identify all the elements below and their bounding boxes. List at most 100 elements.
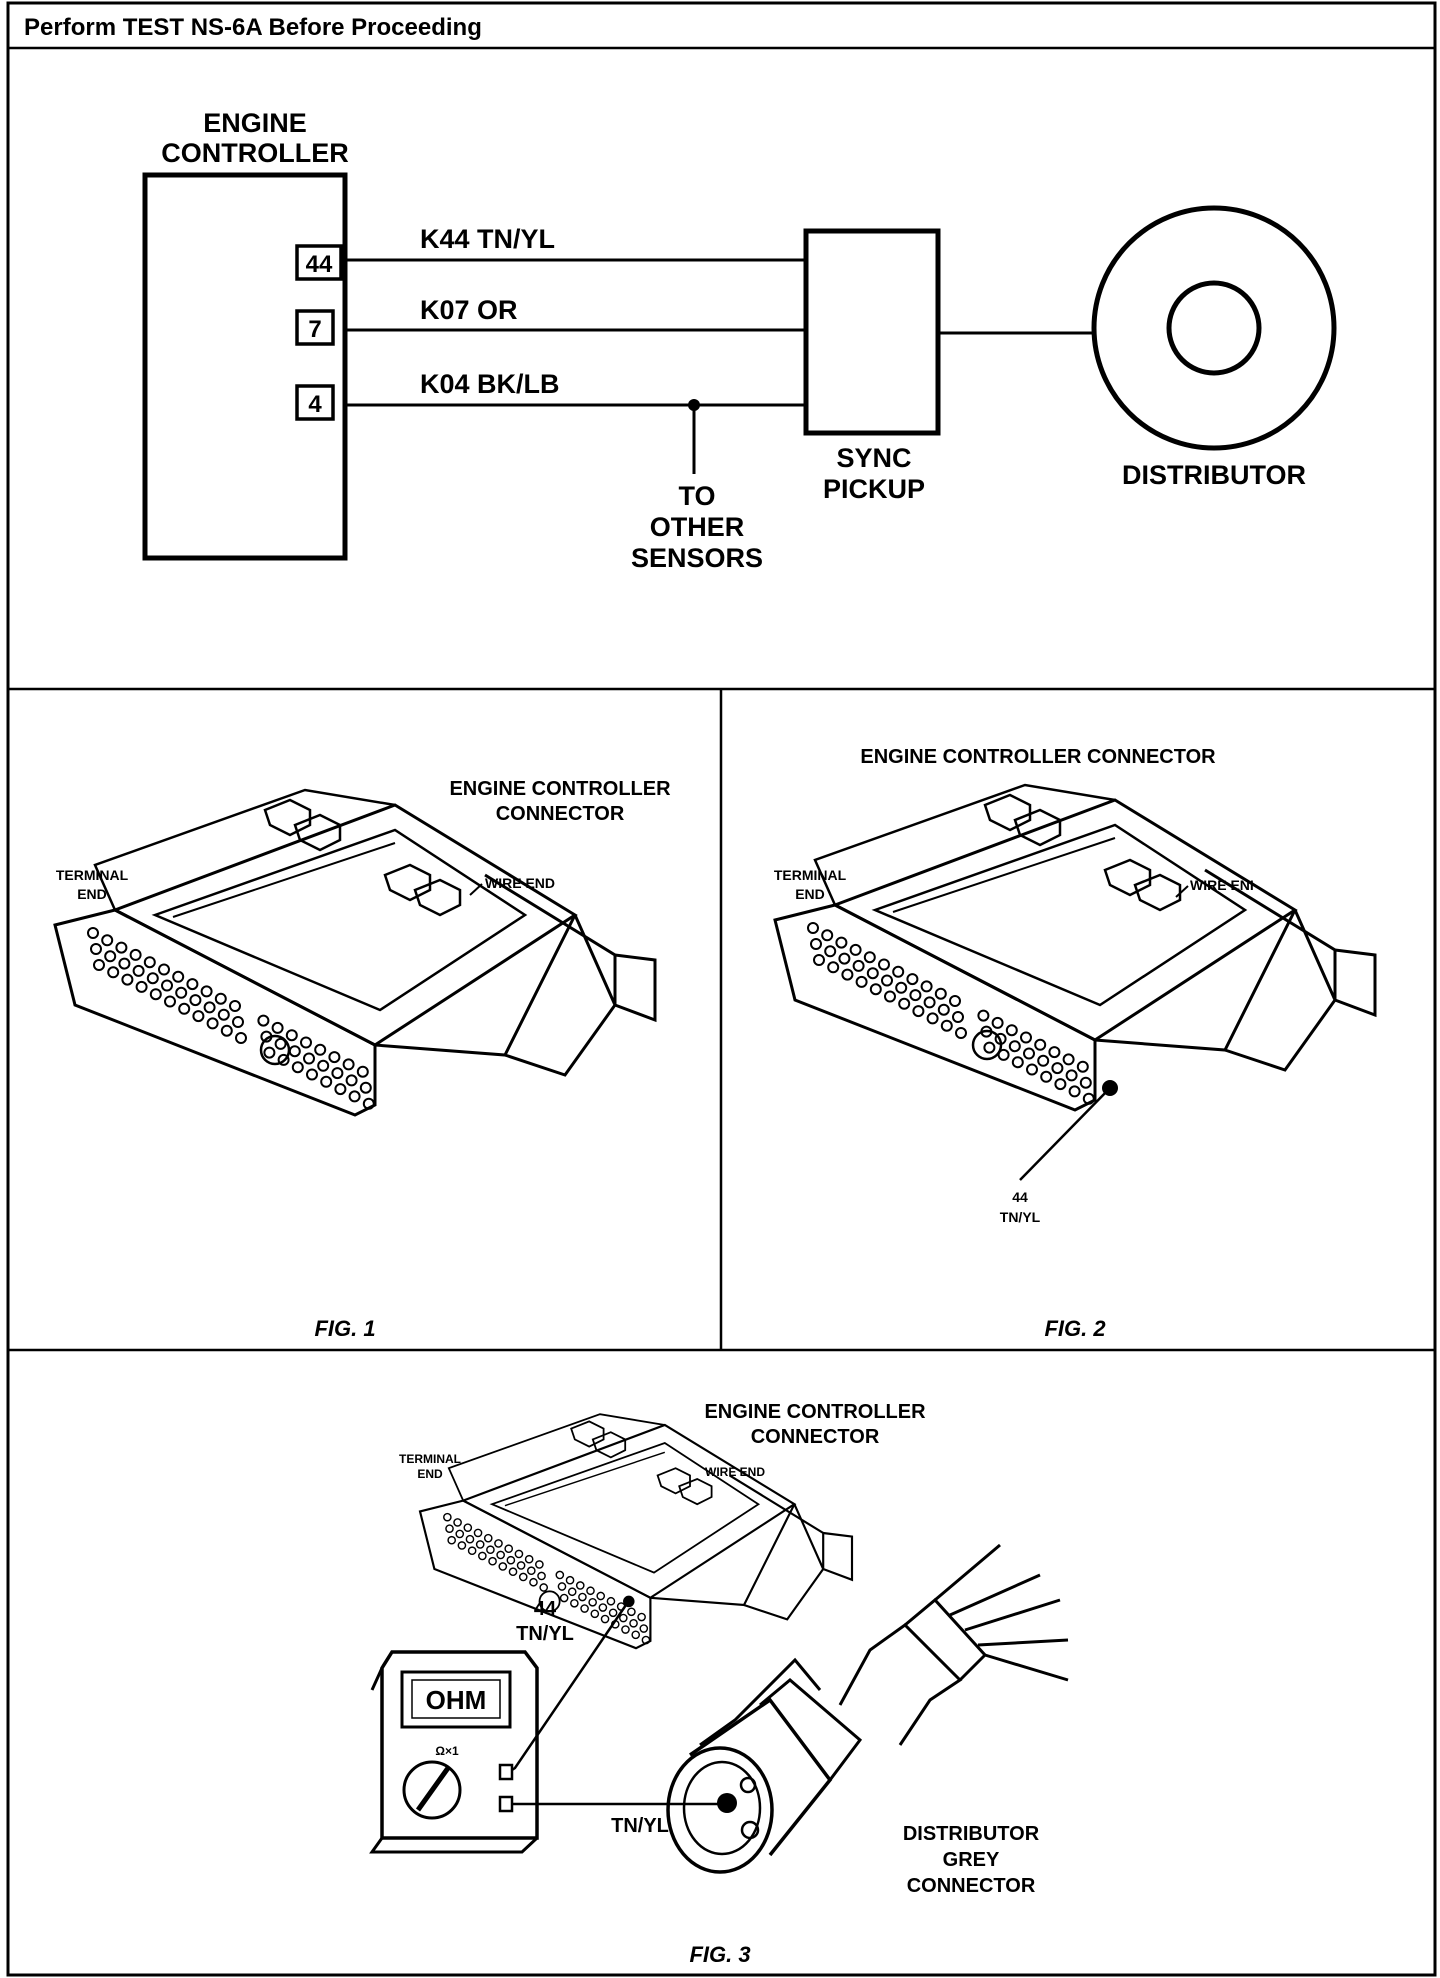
terminal-pin bbox=[841, 968, 854, 981]
terminal-pin bbox=[214, 992, 227, 1005]
fig3-connector-label: ENGINE CONTROLLER bbox=[704, 1401, 926, 1423]
terminal-pin bbox=[107, 966, 120, 979]
terminal-pin bbox=[813, 954, 825, 966]
fig1-terminal-end-label: END bbox=[77, 886, 107, 902]
terminal-pin bbox=[172, 970, 185, 983]
pin-box-44 bbox=[295, 244, 343, 281]
terminal-pin bbox=[504, 1544, 514, 1554]
fig1-connector-label: ENGINE CONTROLLER bbox=[449, 778, 671, 800]
fig3-pin-callout: 44 bbox=[534, 1598, 557, 1620]
terminal-pin bbox=[348, 1090, 361, 1103]
terminal-pin bbox=[342, 1058, 355, 1071]
terminal-pin bbox=[1065, 1069, 1078, 1082]
terminal-pin bbox=[838, 952, 851, 965]
fig2-wire-end-leader bbox=[1175, 885, 1189, 898]
terminal-pin bbox=[524, 1554, 534, 1564]
terminal-pin bbox=[1051, 1062, 1064, 1075]
terminal-pin bbox=[629, 1618, 638, 1628]
terminal-pin bbox=[345, 1074, 358, 1087]
terminal-pin bbox=[189, 994, 202, 1007]
pin-box-4 bbox=[295, 384, 335, 421]
terminal-pin bbox=[135, 980, 148, 993]
terminal-pin bbox=[508, 1567, 518, 1577]
terminal-pin bbox=[229, 1000, 241, 1012]
distributor-inner-circle bbox=[1166, 280, 1262, 376]
terminal-pin bbox=[997, 1048, 1010, 1061]
terminal-pin bbox=[271, 1021, 284, 1034]
terminal-pin bbox=[991, 1016, 1004, 1029]
terminal-pin bbox=[1034, 1038, 1047, 1051]
terminal-pin bbox=[463, 1523, 473, 1532]
terminal-pin bbox=[478, 1551, 487, 1561]
terminal-pin bbox=[631, 1630, 641, 1640]
terminal-pin bbox=[821, 929, 834, 942]
terminal-pin bbox=[952, 1011, 964, 1023]
probe-lead-to-pin-44 bbox=[511, 1601, 630, 1772]
engine-controller-label: ENGINE bbox=[203, 108, 307, 138]
fig1-connector-drawing bbox=[53, 788, 657, 1117]
terminal-pin bbox=[447, 1535, 456, 1545]
terminal-pin bbox=[220, 1024, 233, 1037]
terminal-pin bbox=[892, 965, 905, 978]
fig2-panel: ENGINE CONTROLLER CONNECTOR TERMINAL END… bbox=[773, 746, 1377, 1341]
terminal-pin bbox=[331, 1067, 344, 1080]
fig1-key-hole bbox=[259, 1034, 291, 1066]
terminal-pin bbox=[529, 1577, 538, 1587]
fig3-terminal-end-label: END bbox=[417, 1467, 443, 1481]
distributor-outer-circle bbox=[1091, 205, 1337, 451]
terminal-pin bbox=[306, 1068, 318, 1081]
pin-number: 7 bbox=[308, 316, 321, 343]
pin-box-7 bbox=[295, 309, 335, 346]
terminal-pin bbox=[949, 995, 961, 1007]
wire-label-k44: K44 TN/YL bbox=[420, 224, 555, 254]
terminal-pin bbox=[494, 1539, 503, 1548]
terminal-pin bbox=[1040, 1070, 1053, 1083]
terminal-pin bbox=[1026, 1063, 1038, 1076]
terminal-pin bbox=[580, 1604, 589, 1613]
terminal-pin bbox=[934, 987, 947, 1000]
terminal-pin bbox=[483, 1533, 493, 1543]
ohmmeter: OHM Ω×1 bbox=[369, 1650, 539, 1854]
fig2-wire-end-label: WIRE ENI bbox=[1190, 877, 1254, 893]
terminal-pin bbox=[852, 959, 865, 972]
fig2-pin-callout: TN/YL bbox=[1000, 1209, 1041, 1225]
terminal-pin bbox=[129, 948, 142, 961]
terminal-pin bbox=[555, 1570, 565, 1580]
terminal-pin bbox=[320, 1075, 333, 1088]
terminal-pin bbox=[639, 1624, 649, 1633]
terminal-pin bbox=[570, 1598, 579, 1608]
terminal-pin bbox=[923, 996, 936, 1009]
fig2-key-hole bbox=[971, 1029, 1003, 1061]
terminal-pin bbox=[465, 1534, 475, 1544]
distributor-grey-connector-label: CONNECTOR bbox=[907, 1875, 1036, 1897]
terminal-pin bbox=[621, 1625, 630, 1634]
ohmmeter-dial bbox=[402, 1760, 462, 1820]
ohmmeter-display bbox=[400, 1670, 512, 1729]
distributor-terminal bbox=[739, 1776, 757, 1794]
terminal-pin bbox=[586, 1586, 595, 1596]
terminal-pin bbox=[274, 1037, 287, 1050]
terminal-pin bbox=[285, 1029, 298, 1042]
terminal-pin bbox=[920, 980, 933, 993]
terminal-pin bbox=[898, 997, 911, 1010]
terminal-pin bbox=[1076, 1060, 1089, 1073]
terminal-pin bbox=[291, 1061, 304, 1074]
ohmmeter-range-label: Ω×1 bbox=[435, 1744, 459, 1758]
terminal-pin bbox=[539, 1583, 549, 1592]
fig3-caption: FIG. 3 bbox=[689, 1942, 750, 1967]
distributor-grey-connector-label: GREY bbox=[943, 1849, 1000, 1871]
terminal-pin bbox=[217, 1008, 230, 1021]
terminal-pin bbox=[203, 1001, 216, 1014]
terminal-pin bbox=[317, 1059, 330, 1072]
terminal-pin bbox=[300, 1036, 312, 1049]
terminal-pin bbox=[866, 967, 879, 980]
terminal-pin bbox=[467, 1546, 477, 1556]
terminal-pin bbox=[526, 1566, 536, 1576]
terminal-pin bbox=[807, 922, 819, 934]
terminal-pin bbox=[590, 1609, 600, 1619]
terminal-pin bbox=[955, 1027, 967, 1039]
terminal-pin bbox=[455, 1529, 465, 1539]
terminal-pin bbox=[627, 1607, 636, 1617]
fig3-terminal-pins bbox=[443, 1512, 651, 1645]
distributor-terminal-active bbox=[717, 1793, 737, 1813]
